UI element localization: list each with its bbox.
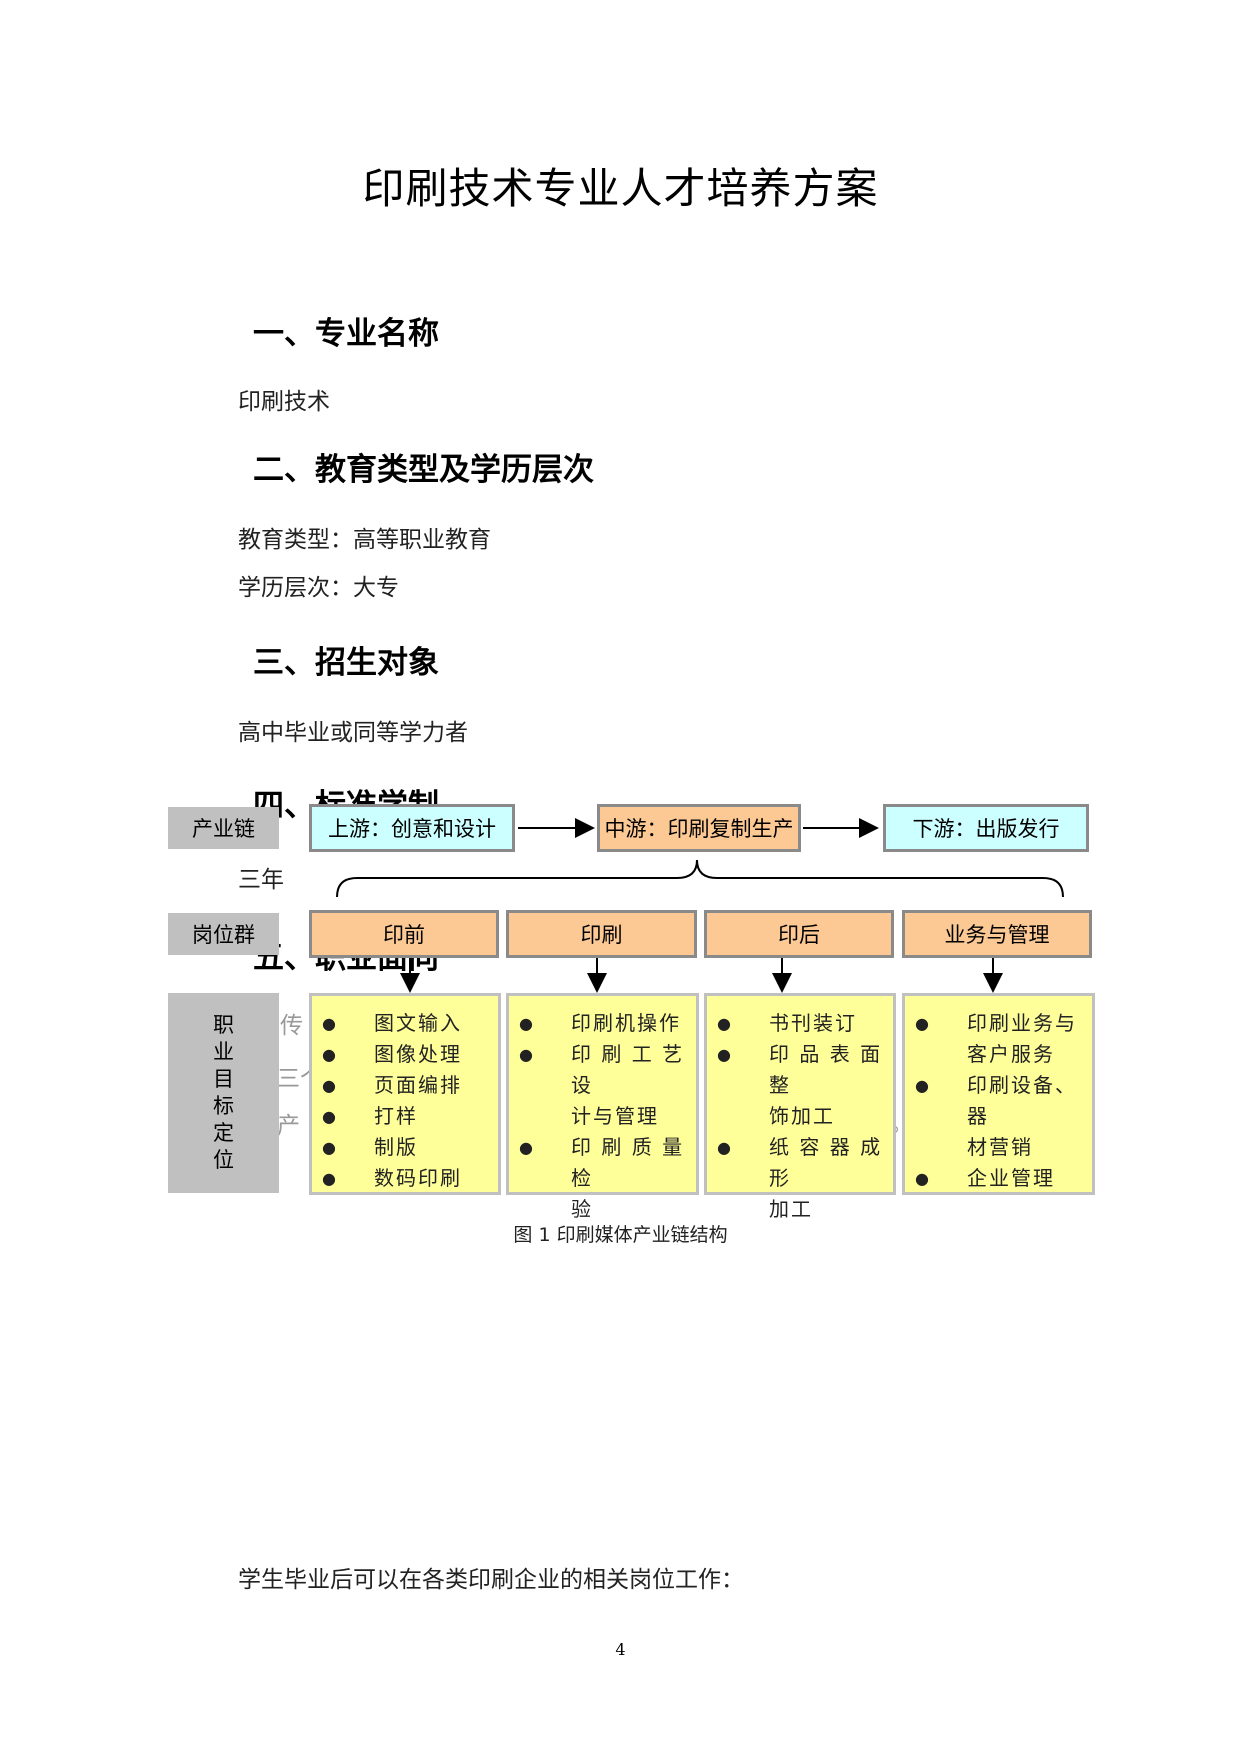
chain-box-downstream: 下游：出版发行 — [883, 804, 1089, 852]
bullet-icon — [915, 1039, 967, 1070]
target-item-text: 制版 — [374, 1135, 418, 1159]
row-label-targets: 职 业 目 标 定 位 — [168, 993, 279, 1193]
target-item: ● 图像处理 — [322, 1039, 492, 1070]
target-item-text: 印 品 表 面 整 — [769, 1042, 883, 1097]
target-item: 计与管理 — [519, 1101, 690, 1132]
target-item-text: 页面编排 — [374, 1073, 462, 1097]
target-item: ● 印 刷 质 量 检 — [519, 1132, 690, 1194]
bullet-icon: ● — [915, 1169, 929, 1188]
target-item-text: 企业管理 — [967, 1166, 1055, 1190]
target-item: 材营销 — [915, 1132, 1086, 1163]
target-list-printing: ● 印刷机操作 ● 印 刷 工 艺 设计与管理 ● 印 刷 质 量 检验 — [506, 993, 699, 1221]
job-group-prepress: 印前 — [309, 910, 499, 958]
bullet-icon: ● — [717, 1014, 731, 1033]
bullet-icon: ● — [915, 1014, 929, 1033]
section-heading-2: 二、教育类型及学历层次 — [253, 452, 594, 488]
target-item: ● 印刷设备、器 — [915, 1070, 1086, 1132]
target-item: ● 印 刷 工 艺 设 — [519, 1039, 690, 1101]
target-item: ● 制版 — [322, 1132, 492, 1163]
target-item: ● 数码印刷 — [322, 1163, 492, 1194]
section-4-line-1: 三年 — [238, 867, 284, 893]
target-item: 饰加工 — [717, 1101, 887, 1132]
target-item-text: 加工 — [769, 1197, 813, 1221]
row-label-target-char: 职 — [213, 1013, 234, 1037]
target-item: ● 页面编排 — [322, 1070, 492, 1101]
target-item: ● 书刊装订 — [717, 1008, 887, 1039]
row-label-jobs: 岗位群 — [168, 913, 279, 955]
target-list-prepress: ● 图文输入 ● 图像处理 ● 页面编排 ● 打样 ● 制版 ● 数码印刷 — [309, 993, 501, 1195]
row-label-target-char: 标 — [213, 1094, 234, 1118]
row-label-target-char: 位 — [213, 1148, 234, 1172]
row-label-target-char: 目 — [213, 1067, 234, 1091]
target-list-postpress: ● 书刊装订 ● 印 品 表 面 整饰加工 ● 纸 容 器 成 形加工 — [704, 993, 896, 1221]
chain-box-midstream: 中游：印刷复制生产 — [597, 804, 801, 852]
bullet-icon: ● — [717, 1045, 731, 1064]
target-item-text: 印 刷 工 艺 设 — [571, 1042, 685, 1097]
bullet-icon: ● — [322, 1138, 336, 1157]
bullet-icon: ● — [519, 1045, 533, 1064]
target-item: 客户服务 — [915, 1039, 1086, 1070]
target-item: ● 纸 容 器 成 形 — [717, 1132, 887, 1194]
section-2-line-1: 教育类型：高等职业教育 — [238, 527, 491, 553]
target-item: ● 印刷机操作 — [519, 1008, 690, 1039]
bullet-icon: ● — [322, 1169, 336, 1188]
target-item: ● 打样 — [322, 1101, 492, 1132]
job-group-business: 业务与管理 — [902, 910, 1092, 958]
page-number: 4 — [615, 1640, 626, 1659]
hidden-text-fragment: 产 — [277, 1113, 300, 1139]
target-item-text: 材营销 — [967, 1135, 1033, 1159]
target-item-text: 图文输入 — [374, 1011, 462, 1035]
section-3-line-1: 高中毕业或同等学力者 — [238, 720, 468, 746]
row-label-chain: 产业链 — [168, 807, 279, 849]
target-item: ● 印刷业务与 — [915, 1008, 1086, 1039]
page-title: 印刷技术专业人才培养方案 — [362, 164, 879, 213]
target-item-text: 印刷业务与 — [967, 1011, 1077, 1035]
bullet-icon — [717, 1101, 769, 1132]
target-item: 验 — [519, 1194, 690, 1225]
closing-paragraph: 学生毕业后可以在各类印刷企业的相关岗位工作： — [238, 1567, 744, 1593]
row-label-target-char: 业 — [213, 1040, 234, 1064]
job-group-postpress: 印后 — [704, 910, 894, 958]
section-heading-3: 三、招生对象 — [253, 645, 439, 681]
section-2-line-2: 学历层次：大专 — [238, 575, 399, 601]
target-item-text: 数码印刷 — [374, 1166, 462, 1190]
bullet-icon: ● — [322, 1045, 336, 1064]
section-heading-1: 一、专业名称 — [253, 316, 439, 352]
target-item-text: 打样 — [374, 1104, 418, 1128]
chain-box-upstream: 上游：创意和设计 — [309, 804, 515, 852]
row-label-target-char: 定 — [213, 1121, 234, 1145]
target-item: 加工 — [717, 1194, 887, 1225]
bullet-icon — [915, 1132, 967, 1163]
target-item-text: 计与管理 — [571, 1104, 659, 1128]
target-item: ● 印 品 表 面 整 — [717, 1039, 887, 1101]
target-item-text: 书刊装订 — [769, 1011, 857, 1035]
target-item-text: 印 刷 质 量 检 — [571, 1135, 685, 1190]
job-group-printing: 印刷 — [506, 910, 697, 958]
bullet-icon: ● — [322, 1107, 336, 1126]
target-item-text: 客户服务 — [967, 1042, 1055, 1066]
target-item-text: 印刷设备、器 — [967, 1073, 1077, 1128]
bullet-icon: ● — [322, 1014, 336, 1033]
target-item: ● 企业管理 — [915, 1163, 1086, 1194]
bullet-icon: ● — [717, 1138, 731, 1157]
section-1-line-1: 印刷技术 — [238, 389, 330, 415]
bullet-icon: ● — [915, 1076, 929, 1095]
figure-caption: 图 1 印刷媒体产业链结构 — [513, 1224, 728, 1246]
target-list-business: ● 印刷业务与客户服务 ● 印刷设备、器材营销 ● 企业管理 — [902, 993, 1095, 1195]
target-item-text: 饰加工 — [769, 1104, 835, 1128]
brace-connector — [336, 859, 1064, 898]
target-item: ● 图文输入 — [322, 1008, 492, 1039]
target-item-text: 印刷机操作 — [571, 1011, 681, 1035]
bullet-icon — [519, 1101, 571, 1132]
bullet-icon: ● — [519, 1138, 533, 1157]
target-item-text: 图像处理 — [374, 1042, 462, 1066]
bullet-icon: ● — [322, 1076, 336, 1095]
bullet-icon: ● — [519, 1014, 533, 1033]
target-item-text: 纸 容 器 成 形 — [769, 1135, 883, 1190]
target-item-text: 验 — [571, 1197, 593, 1221]
